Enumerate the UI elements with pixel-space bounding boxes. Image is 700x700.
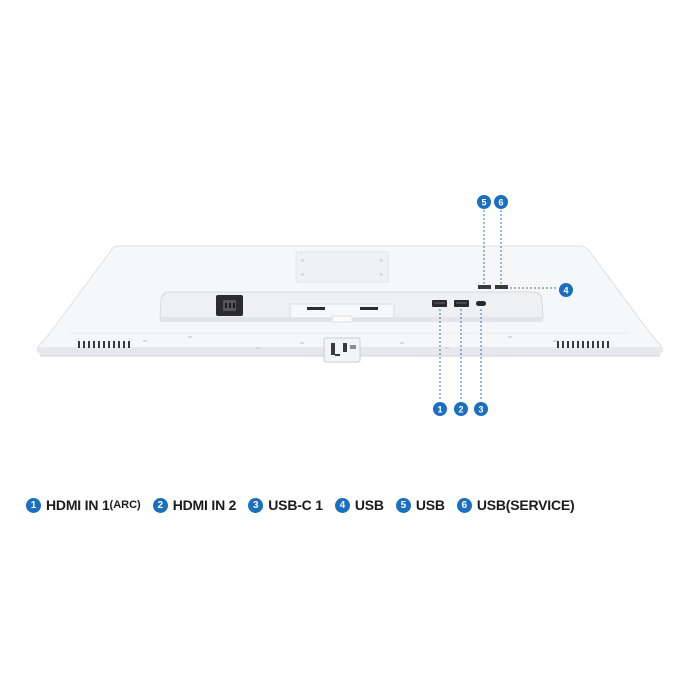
callout-badge-circle bbox=[433, 402, 447, 416]
callout-leader-lines bbox=[439, 210, 558, 400]
legend-badge: 5 bbox=[395, 497, 411, 513]
vent-slot bbox=[592, 341, 594, 348]
hdmi-port-icon bbox=[432, 300, 447, 307]
vent-slot bbox=[108, 341, 110, 348]
callout-badge-circle bbox=[474, 402, 488, 416]
callout-badge-5: 5 bbox=[477, 195, 491, 209]
callout-badge-circle bbox=[477, 195, 491, 209]
legend-label: USB(SERVICE) bbox=[476, 497, 575, 513]
legend-label: USB bbox=[415, 497, 445, 513]
hdmi-port-icon bbox=[454, 300, 469, 307]
legend-badge: 1 bbox=[26, 497, 41, 513]
legend-label: HDMI IN 1 bbox=[46, 497, 110, 513]
callout-badge-circle bbox=[559, 283, 573, 297]
callout-badge-circle bbox=[494, 195, 508, 209]
vent-slot bbox=[587, 341, 589, 348]
callout-badge-number: 5 bbox=[481, 198, 486, 208]
usb-port-icon bbox=[478, 285, 491, 289]
callout-badges: 5 6 4 1 2 3 bbox=[433, 195, 573, 416]
legend-label: HDMI IN 2 bbox=[172, 497, 237, 513]
vesa-mount-area bbox=[295, 251, 389, 283]
vent-slot bbox=[123, 341, 125, 348]
vent-slot bbox=[78, 341, 80, 348]
vent-slot bbox=[98, 341, 100, 348]
stand-mount-icon bbox=[289, 303, 395, 323]
panel-markings bbox=[143, 336, 557, 349]
vent-slot bbox=[582, 341, 584, 348]
vent-slot bbox=[577, 341, 579, 348]
callout-badge-number: 3 bbox=[478, 405, 483, 415]
vent-slot bbox=[567, 341, 569, 348]
callout-badge-number: 4 bbox=[563, 286, 568, 296]
callout-badge-number: 6 bbox=[498, 198, 503, 208]
callout-badge-number: 2 bbox=[458, 405, 463, 415]
callout-badge-3: 3 bbox=[474, 402, 488, 416]
legend-badge: 4 bbox=[334, 497, 350, 513]
legend-label-suffix: (ARC) bbox=[109, 499, 141, 511]
callout-badge-1: 1 bbox=[433, 402, 447, 416]
legend-badge: 2 bbox=[152, 497, 168, 513]
legend-item: 1 HDMI IN 1(ARC) bbox=[26, 497, 141, 513]
vent-grille-icon bbox=[557, 341, 609, 348]
vent-slot bbox=[118, 341, 120, 348]
usb-c-port-icon bbox=[476, 301, 486, 306]
vent-slot bbox=[557, 341, 559, 348]
callout-badge-number: 1 bbox=[437, 405, 442, 415]
callout-badge-4: 4 bbox=[559, 283, 573, 297]
vent-slot bbox=[562, 341, 564, 348]
vent-slot bbox=[572, 341, 574, 348]
legend-badge: 3 bbox=[248, 497, 264, 513]
vent-slot bbox=[93, 341, 95, 348]
vent-slot bbox=[83, 341, 85, 348]
stand-bracket bbox=[323, 337, 361, 363]
monitor-rear-illustration: 5 6 4 1 2 3 bbox=[36, 195, 664, 416]
vent-slot bbox=[128, 341, 130, 348]
vent-slot bbox=[607, 341, 609, 348]
usb-port-icon bbox=[495, 285, 508, 289]
legend-label: USB-C 1 bbox=[268, 497, 323, 513]
vent-slot bbox=[113, 341, 115, 348]
power-socket-icon bbox=[216, 295, 243, 316]
legend-badge: 6 bbox=[456, 497, 472, 513]
legend-label: USB bbox=[354, 497, 384, 513]
vent-slot bbox=[602, 341, 604, 348]
vent-slot bbox=[88, 341, 90, 348]
callout-badge-circle bbox=[454, 402, 468, 416]
vent-slot bbox=[597, 341, 599, 348]
callout-badge-2: 2 bbox=[454, 402, 468, 416]
vent-slot bbox=[103, 341, 105, 348]
vent-grille-icon bbox=[78, 341, 130, 348]
callout-badge-6: 6 bbox=[494, 195, 508, 209]
